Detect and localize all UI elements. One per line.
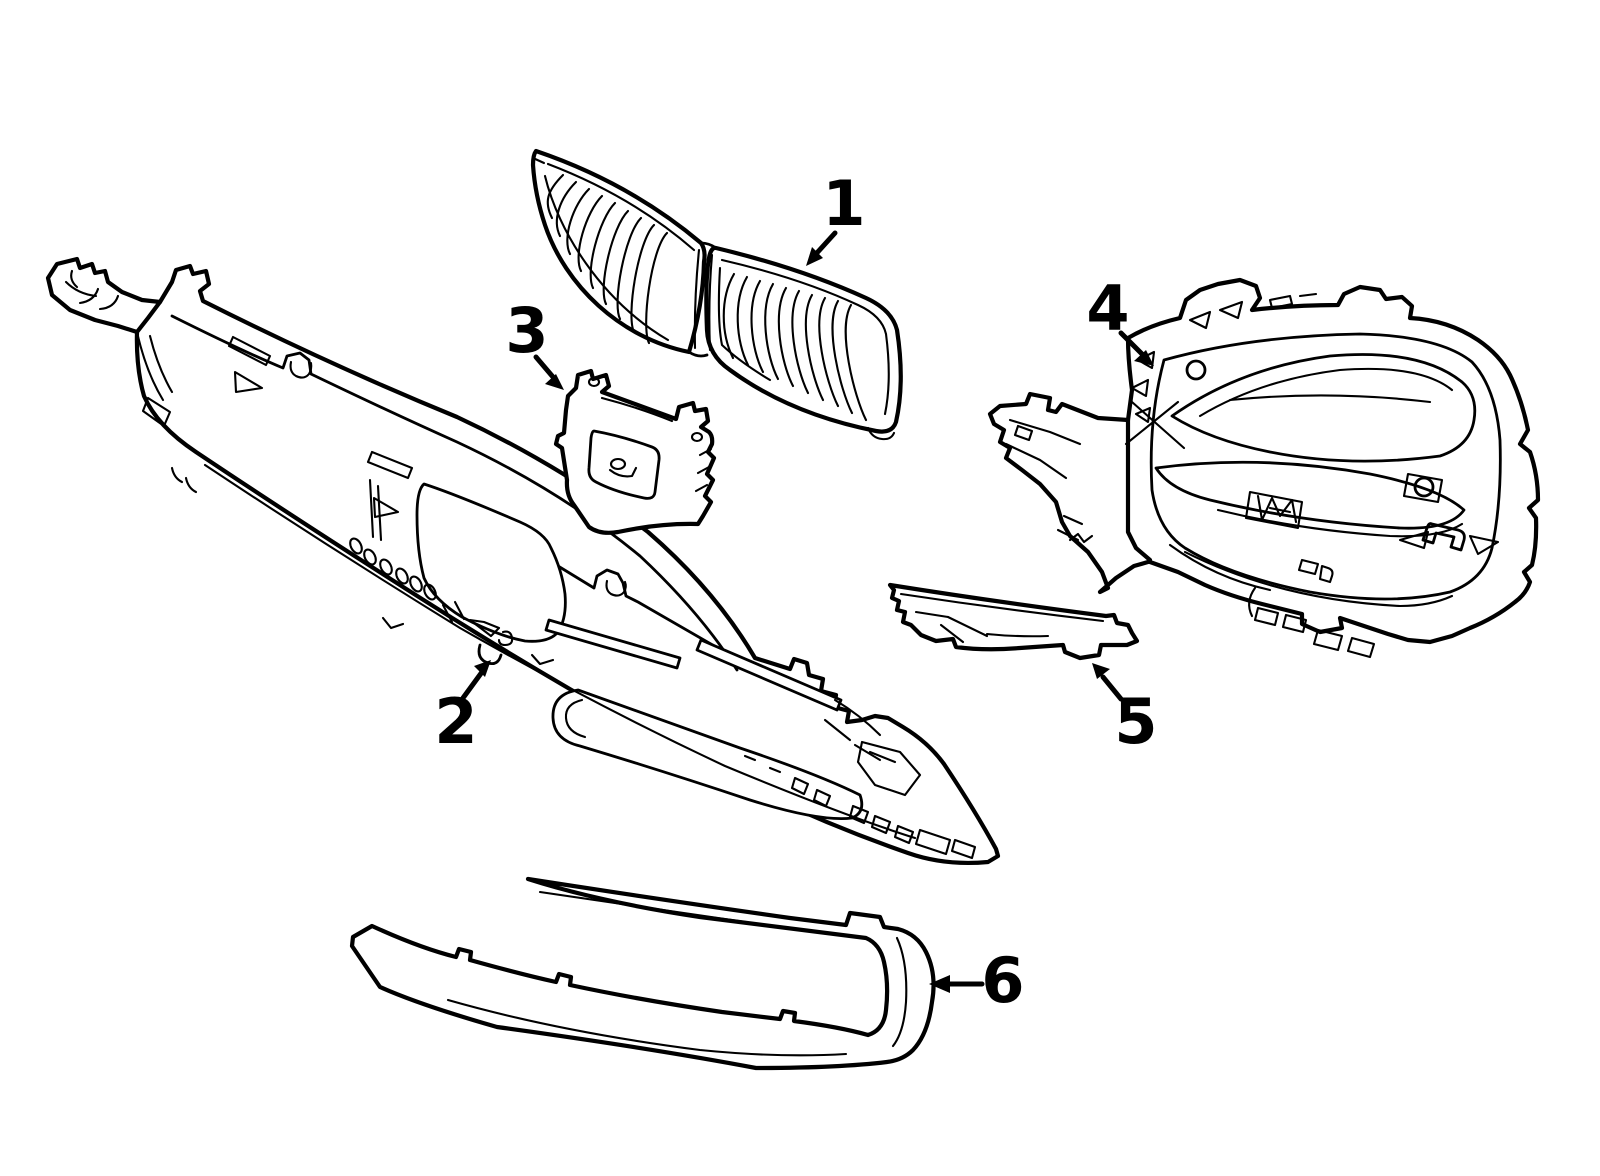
part-2-lower-grille-panel[interactable] — [48, 259, 998, 863]
callout-arrows — [463, 233, 1154, 993]
callout-2-arrow — [463, 660, 491, 698]
callout-6-arrow — [929, 975, 982, 993]
callout-1-label[interactable]: 1 — [822, 167, 866, 240]
callout-2-label[interactable]: 2 — [434, 685, 478, 758]
callout-6-label[interactable]: 6 — [981, 944, 1025, 1017]
callout-3-arrow — [536, 357, 564, 390]
part-1-kidney-grille[interactable] — [533, 151, 901, 439]
callout-3-label[interactable]: 3 — [505, 294, 549, 367]
part-4-fog-lamp-bezel[interactable] — [990, 280, 1538, 657]
callout-1-arrow — [806, 233, 835, 266]
callout-5-arrow — [1092, 663, 1121, 699]
part-3-camera-bracket[interactable] — [556, 371, 714, 533]
callout-4-label[interactable]: 4 — [1086, 272, 1130, 345]
part-5-trim-strip[interactable] — [890, 585, 1137, 658]
callout-4-arrow — [1121, 333, 1154, 366]
callout-5-label[interactable]: 5 — [1114, 685, 1158, 758]
part-6-trim-surround[interactable] — [352, 879, 934, 1068]
